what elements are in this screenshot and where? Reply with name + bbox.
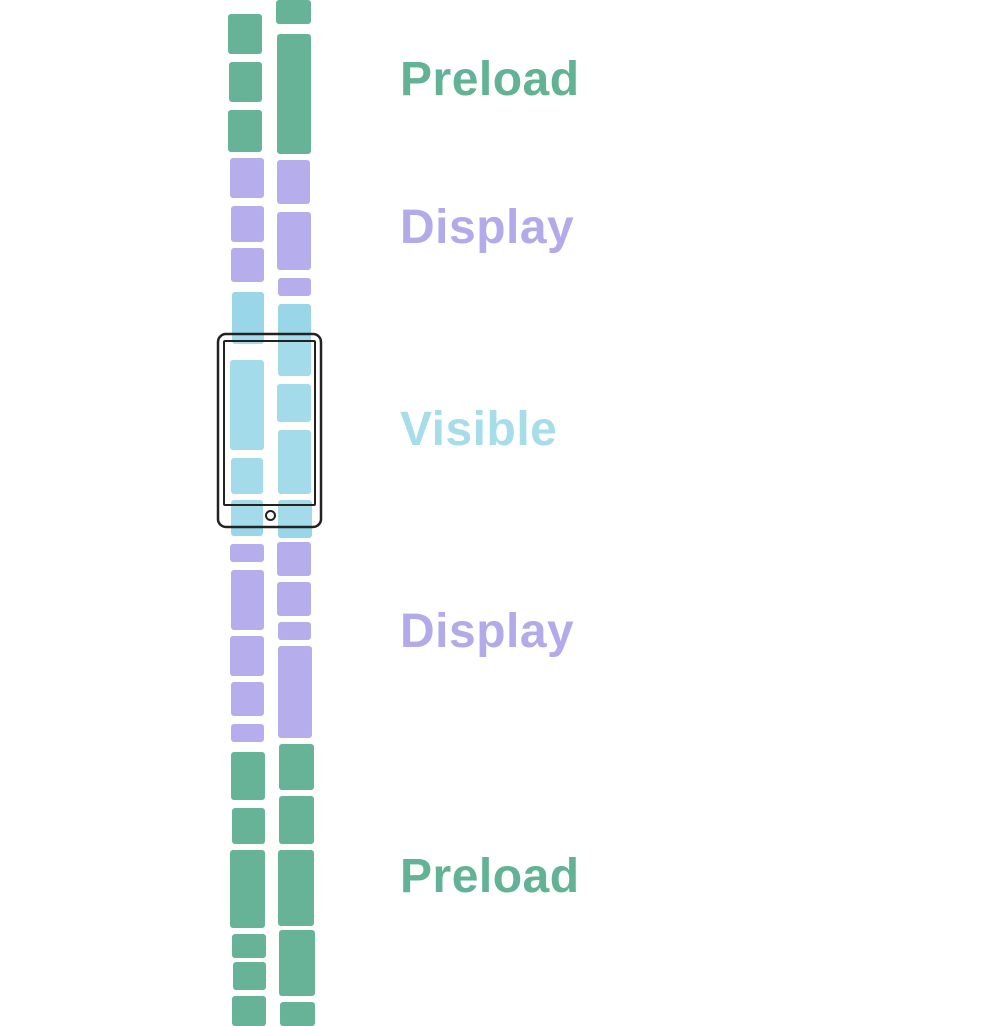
list-tile: [278, 850, 314, 926]
list-tile: [278, 646, 312, 738]
tablet-icon: [216, 332, 323, 529]
list-tile: [278, 622, 311, 640]
list-tile: [230, 544, 264, 562]
list-tile: [279, 796, 314, 844]
list-tile: [231, 458, 263, 494]
list-tile: [277, 542, 311, 576]
list-tile: [228, 14, 262, 54]
list-tile: [277, 582, 311, 616]
tile-strip: [228, 0, 315, 1026]
list-tile: [231, 206, 264, 242]
list-tile: [232, 934, 266, 958]
list-tile: [277, 384, 311, 422]
list-tile: [231, 570, 264, 630]
list-tile: [231, 752, 265, 800]
list-tile: [231, 682, 264, 716]
list-tile: [277, 160, 310, 204]
label-visible: Visible: [400, 403, 558, 456]
list-tile: [278, 278, 311, 296]
list-tile: [277, 212, 311, 270]
list-tile: [279, 744, 314, 790]
list-tile: [276, 0, 311, 24]
list-tile: [278, 430, 311, 494]
list-tile: [233, 962, 266, 990]
list-tile: [231, 248, 264, 282]
list-tile: [232, 808, 265, 844]
list-tile: [231, 724, 264, 742]
list-tile: [280, 1002, 315, 1026]
list-tile: [230, 850, 265, 928]
list-tile: [228, 110, 262, 152]
tablet-frame: [216, 332, 323, 529]
tablet-screen: [223, 340, 316, 506]
list-tile: [278, 500, 312, 538]
list-tile: [230, 158, 264, 198]
list-tile: [230, 636, 264, 676]
home-button-icon: [265, 510, 276, 521]
list-tile: [230, 360, 264, 450]
label-preload-bottom: Preload: [400, 850, 580, 903]
label-display-top: Display: [400, 201, 575, 254]
list-tile: [279, 930, 315, 996]
label-display-bottom: Display: [400, 605, 575, 658]
list-tile: [229, 62, 262, 102]
list-tile: [232, 996, 266, 1026]
label-preload-top: Preload: [400, 53, 580, 106]
list-tile: [232, 292, 264, 344]
list-tile: [277, 34, 311, 154]
